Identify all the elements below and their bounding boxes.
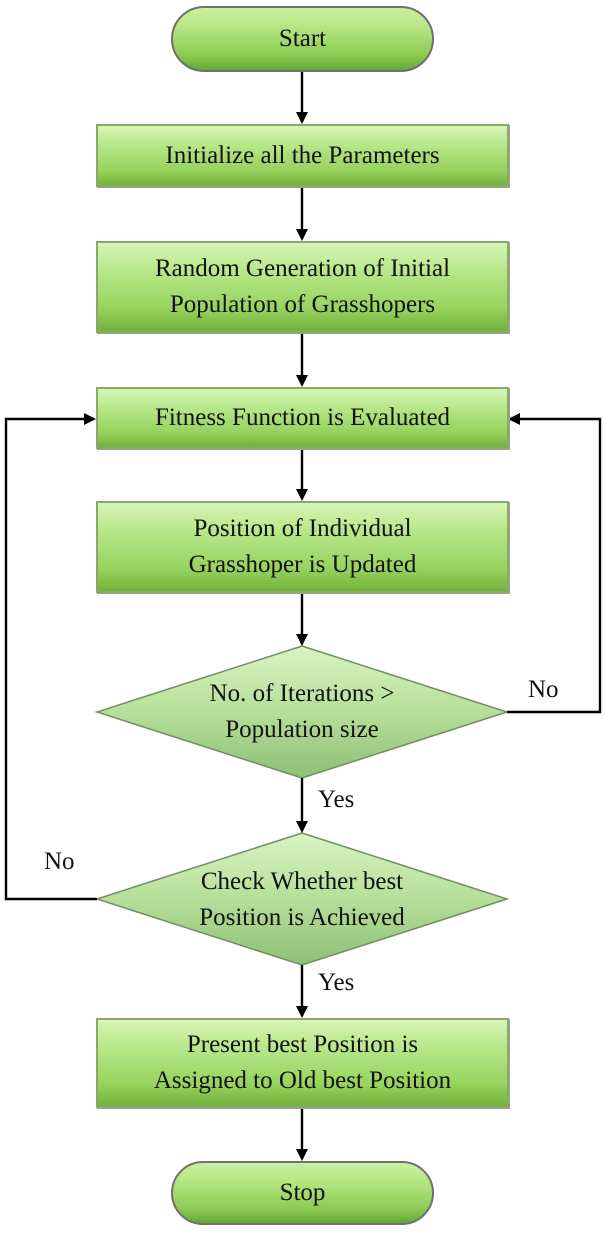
arrow-check-no-loop <box>4 413 97 901</box>
random-generation-box: Random Generation of Initial Population … <box>96 241 509 333</box>
initialize-parameters-label: Initialize all the Parameters <box>165 141 440 169</box>
iterations-no-label: No <box>528 676 559 703</box>
random-generation-line1: Random Generation of Initial <box>154 255 451 282</box>
decision-iterations-line2: Population size <box>225 716 379 743</box>
assign-best-position-line2: Assigned to Old best Position <box>153 1067 452 1094</box>
position-update-line1: Position of Individual <box>193 515 412 542</box>
assign-best-position-box: Present best Position is Assigned to Old… <box>96 1018 509 1108</box>
arrow-iterations-no-loop <box>507 413 602 714</box>
position-update-line2: Grasshoper is Updated <box>188 551 417 578</box>
decision-iterations: No. of Iterations > Population size <box>152 676 452 748</box>
start-label: Start <box>278 25 327 52</box>
stop-label: Stop <box>279 1179 326 1206</box>
decision-best-position-line1: Check Whether best <box>200 868 404 895</box>
decision-iterations-line1: No. of Iterations > <box>209 680 395 707</box>
iterations-yes-label: Yes <box>318 786 355 813</box>
start-terminal: Start <box>171 6 434 72</box>
decision-best-position: Check Whether best Position is Achieved <box>152 864 452 936</box>
decision-best-position-line2: Position is Achieved <box>199 904 405 931</box>
stop-terminal: Stop <box>171 1161 434 1225</box>
check-yes-label: Yes <box>318 969 355 996</box>
assign-best-position-line1: Present best Position is <box>186 1031 419 1058</box>
position-update-box: Position of Individual Grasshoper is Upd… <box>96 501 509 593</box>
initialize-parameters-box: Initialize all the Parameters <box>96 124 509 187</box>
fitness-evaluation-box: Fitness Function is Evaluated <box>96 387 509 449</box>
random-generation-line2: Population of Grasshopers <box>169 291 436 318</box>
fitness-evaluation-label: Fitness Function is Evaluated <box>154 404 451 431</box>
check-no-label: No <box>44 848 75 875</box>
